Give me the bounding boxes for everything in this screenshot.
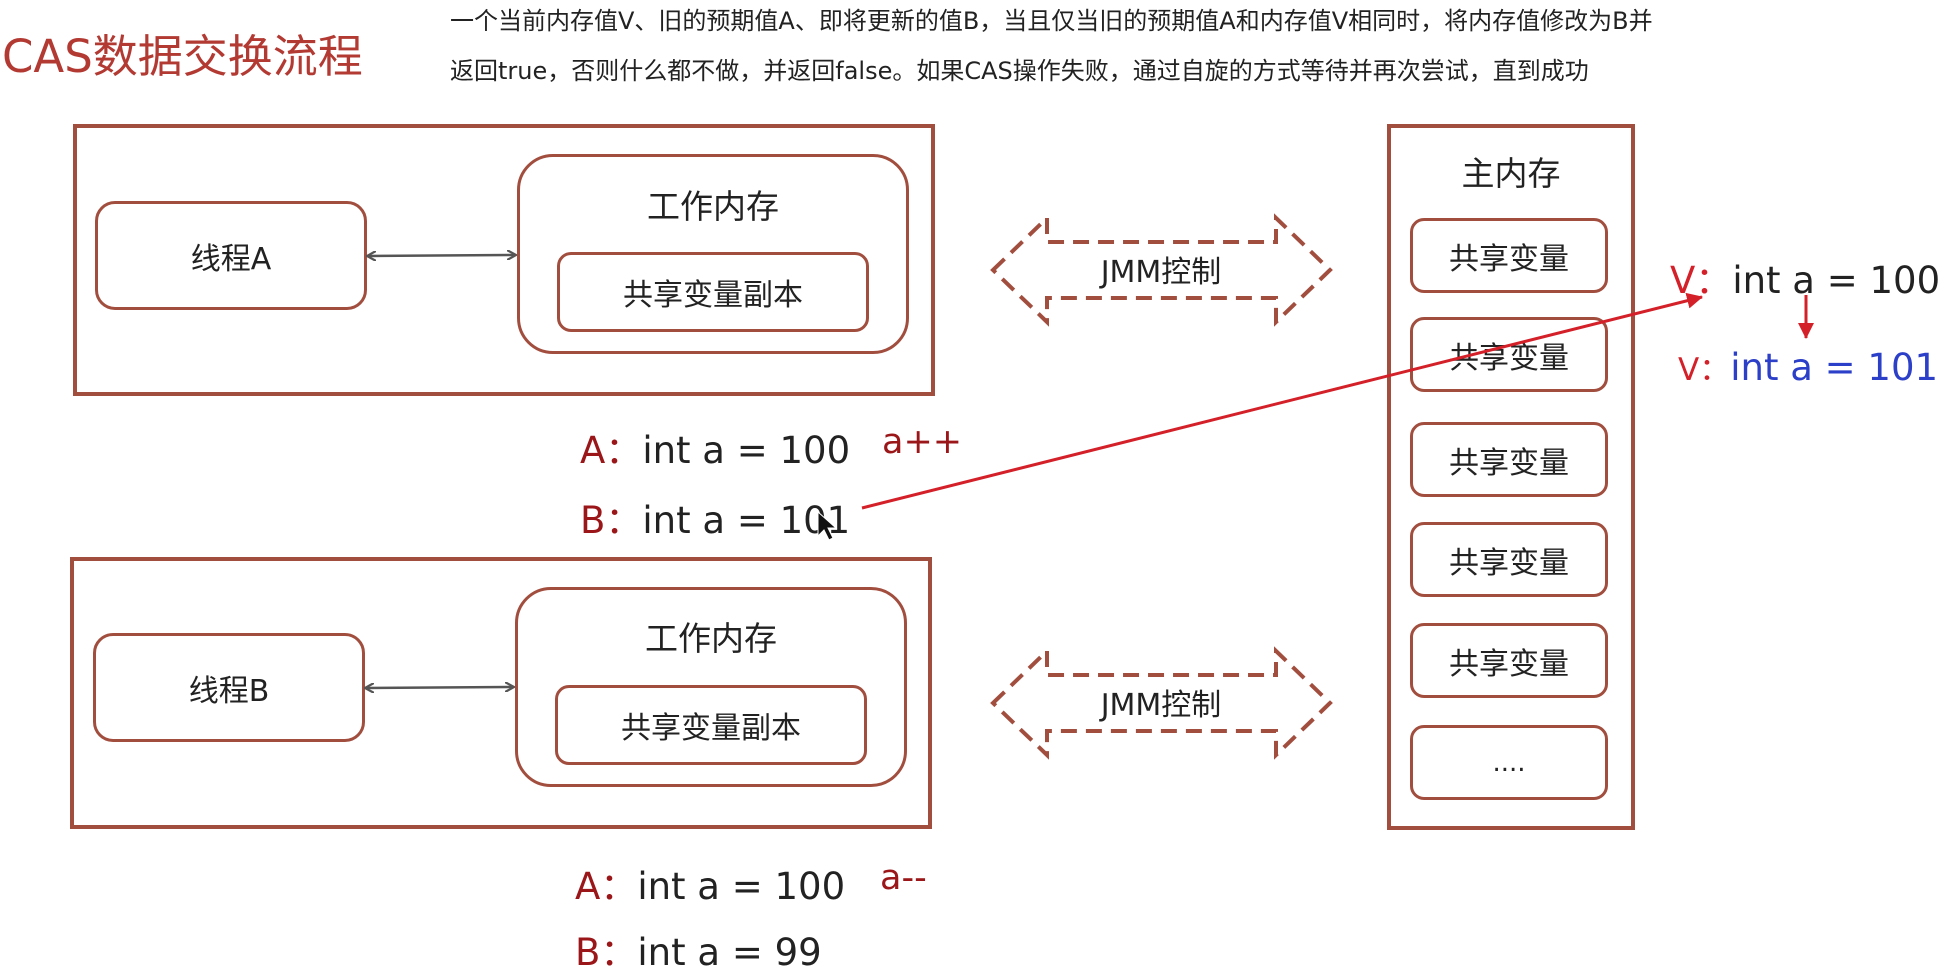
jmm-arrow-bottom — [990, 646, 1333, 760]
thread-a-b-prefix: B： — [580, 499, 643, 542]
main-memory-title: 主内存 — [1461, 154, 1561, 193]
description-line-2: 返回true，否则什么都不做，并返回false。如果CAS操作失败，通过自旋的方… — [450, 57, 1589, 85]
thread-a-expected-value: A：int a = 100 — [580, 420, 850, 474]
shared-variable-4: 共享变量 — [1410, 522, 1608, 597]
shared-variable-ellipsis: .... — [1492, 747, 1526, 778]
thread-a-a-prefix: A： — [580, 429, 643, 472]
thread-a-operation: a++ — [882, 422, 963, 462]
thread-a-label: 线程A — [190, 241, 272, 277]
shared-variable-label: 共享变量 — [1449, 445, 1569, 481]
shared-variable-label: 共享变量 — [1449, 241, 1569, 277]
shared-variable-2: 共享变量 — [1410, 317, 1608, 392]
thread-b-a-value: int a = 100 — [637, 865, 846, 908]
shared-variable-5: 共享变量 — [1410, 623, 1608, 698]
shared-variable-label: 共享变量 — [1449, 646, 1569, 682]
description-line-1: 一个当前内存值V、旧的预期值A、即将更新的值B，当且仅当旧的预期值A和内存值V相… — [450, 7, 1653, 35]
jmm-label-top: JMM控制 — [1099, 255, 1222, 290]
thread-a-copy-box: 共享变量副本 — [557, 252, 869, 332]
shared-variable-1: 共享变量 — [1410, 218, 1608, 293]
thread-b-container — [70, 557, 932, 829]
thread-b-b-value: int a = 99 — [637, 931, 822, 974]
memory-value-before: V：int a = 100 — [1670, 250, 1940, 304]
thread-b-label: 线程B — [188, 673, 270, 709]
thread-a-sync-arrow — [368, 255, 515, 256]
thread-a-b-value: int a = 101 — [642, 499, 851, 542]
thread-b-sync-arrow — [366, 687, 513, 688]
thread-a-a-value: int a = 100 — [642, 429, 851, 472]
jmm-label-bottom: JMM控制 — [1099, 688, 1222, 723]
thread-a-container — [73, 124, 935, 396]
mouse-cursor-icon — [817, 510, 838, 541]
thread-b-copy-label: 共享变量副本 — [621, 711, 801, 746]
thread-b-a-prefix: A： — [575, 865, 638, 908]
thread-a-work-memory — [517, 154, 909, 354]
thread-b-work-memory — [515, 587, 907, 787]
thread-a-new-value: B：int a = 101 — [580, 490, 850, 544]
thread-b-expected-value: A：int a = 100 — [575, 856, 845, 910]
memory-value-after: V：int a = 101 — [1678, 344, 1938, 389]
thread-b-b-prefix: B： — [575, 931, 638, 974]
thread-b-new-value: B：int a = 99 — [575, 922, 822, 976]
thread-b-box: 线程B — [93, 633, 365, 742]
v-after-prefix: V： — [1678, 352, 1731, 388]
cas-update-arrow — [861, 292, 1703, 510]
jmm-arrow-top — [990, 213, 1333, 327]
thread-a-work-memory-label: 工作内存 — [647, 187, 779, 226]
v-after-value: int a = 101 — [1730, 346, 1939, 389]
shared-variable-label: 共享变量 — [1449, 545, 1569, 581]
thread-b-operation: a-- — [880, 858, 927, 898]
v-before-value: int a = 100 — [1732, 259, 1941, 302]
shared-variable-more: .... — [1410, 725, 1608, 800]
thread-a-copy-label: 共享变量副本 — [623, 278, 803, 313]
thread-b-copy-box: 共享变量副本 — [555, 685, 867, 765]
page-title: CAS数据交换流程 — [2, 30, 363, 83]
thread-a-box: 线程A — [95, 201, 367, 310]
main-memory-container — [1387, 124, 1635, 830]
thread-b-work-memory-label: 工作内存 — [645, 619, 777, 658]
shared-variable-3: 共享变量 — [1410, 422, 1608, 497]
